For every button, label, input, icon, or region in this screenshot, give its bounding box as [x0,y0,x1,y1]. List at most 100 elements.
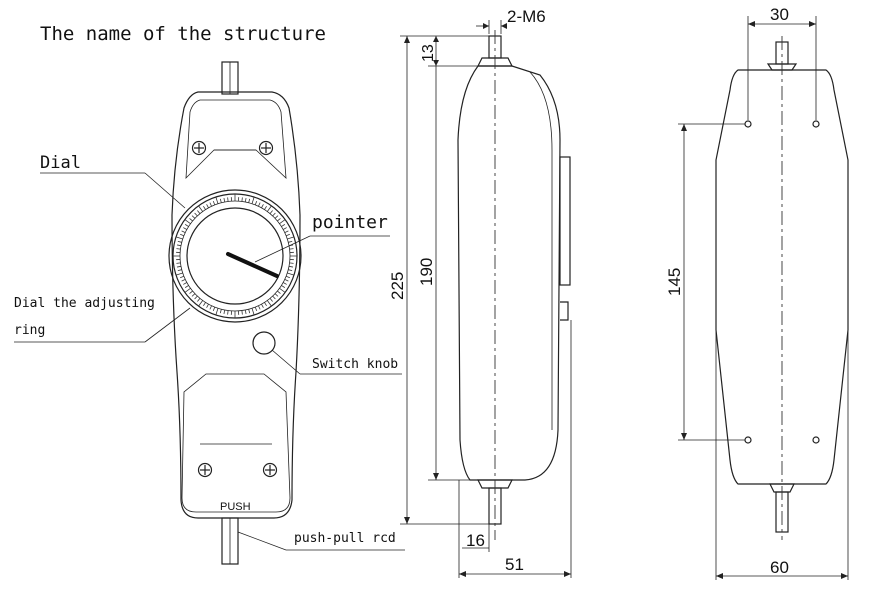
front-upper-panel [185,99,287,180]
dial-tick [279,288,286,293]
dial-ticks [173,194,297,318]
front-view: PUSH [168,61,302,565]
dial-tick [203,205,206,210]
push-label: PUSH [220,501,251,513]
dial-tick [261,304,264,308]
label-adjusting-ring-1: Dial the adjusting [14,296,155,311]
dial-tick [176,248,181,250]
dial-tick [269,298,273,302]
dial-tick [289,262,294,264]
dial-tick [251,196,255,204]
side-dimensions: 2-M6 225 13 190 16 51 [388,7,572,578]
dial-tick [254,200,258,206]
dial-tick [258,305,261,310]
dial-tick [191,293,196,297]
dial-tick [179,275,185,279]
dim-hole-spacing-h: 30 [770,5,789,24]
back-body [715,69,849,485]
dial-tick [189,290,193,294]
dial-tick [206,204,209,208]
dial-tick [179,233,185,237]
dial-tick [181,230,186,233]
dial-tick [241,310,243,315]
dial-tick [191,215,196,219]
back-hole-bottom-left [744,436,752,444]
dial-tick [264,302,267,307]
dial-tick [198,300,203,307]
dial-tick [219,309,222,314]
dial-tick [244,197,247,203]
dial-tick [288,265,294,268]
label-pointer: pointer [312,212,388,233]
switch-knob [252,331,276,355]
dial-tick [244,309,247,315]
side-body [457,65,561,481]
dial-tick [203,302,206,307]
dial-tick [223,197,226,203]
dial-tick [274,293,279,297]
back-view [715,36,849,540]
dial-tick [269,210,273,214]
dial-tick [194,212,198,217]
dial-tick [272,212,276,217]
dial-tick [283,227,287,230]
dial-tick [183,282,187,285]
dim-rod-width: 16 [466,531,485,550]
diagram-title: The name of the structure [40,23,326,45]
dial-tick [209,305,212,310]
dial-tick [181,279,186,282]
dial-pointer [226,252,279,278]
dim-overall-length: 225 [388,272,407,300]
dim-width: 60 [770,558,789,577]
dial-tick [212,200,216,206]
dim-body-length: 190 [417,258,436,286]
front-housing [171,91,301,519]
dim-top-offset: 13 [420,44,437,62]
back-dimensions: 30 145 60 [665,5,849,580]
back-hole-top-left [744,120,752,128]
dial-tick [281,285,286,288]
dial-tick [215,308,219,316]
dial-tick [176,262,181,264]
screw-bottom-right [262,462,278,478]
dial-tick [288,240,293,243]
dial-tick [285,233,291,237]
dial [168,189,302,323]
label-dial: Dial [40,153,81,173]
dial-tick [261,204,264,208]
side-dial-bump [559,156,571,286]
screw-bottom-left [197,462,213,478]
dial-tick [212,306,216,312]
label-push-pull-rod: push-pull rcd [294,531,396,546]
dial-tick [219,198,222,203]
dial-tick [281,224,286,227]
dial-tick [206,304,209,308]
dial-tick [285,275,291,279]
dial-tick [223,309,226,315]
screw-top-right [258,140,274,156]
dial-tick [183,227,187,230]
dial-tick [258,202,261,207]
dial-tick [184,285,189,288]
label-switch-knob: Switch knob [312,357,398,372]
dial-tick [288,269,293,272]
dial-tick [279,219,286,224]
back-hole-top-right [812,120,820,128]
dial-tick [227,197,229,202]
dial-tick [215,196,219,204]
dial-tick [254,306,258,312]
dim-thread: 2-M6 [507,7,546,26]
screw-top-left [191,140,207,156]
dial-tick [197,298,201,302]
dial-tick [248,198,251,203]
dial-tick [287,236,295,240]
back-hole-bottom-right [812,436,820,444]
dim-hole-spacing-v: 145 [665,268,684,296]
dial-tick [284,230,289,233]
dial-tick [198,205,203,212]
dial-tick [274,215,279,219]
dial-tick [264,205,267,210]
dial-tick [175,272,183,276]
dial-tick [177,269,182,272]
